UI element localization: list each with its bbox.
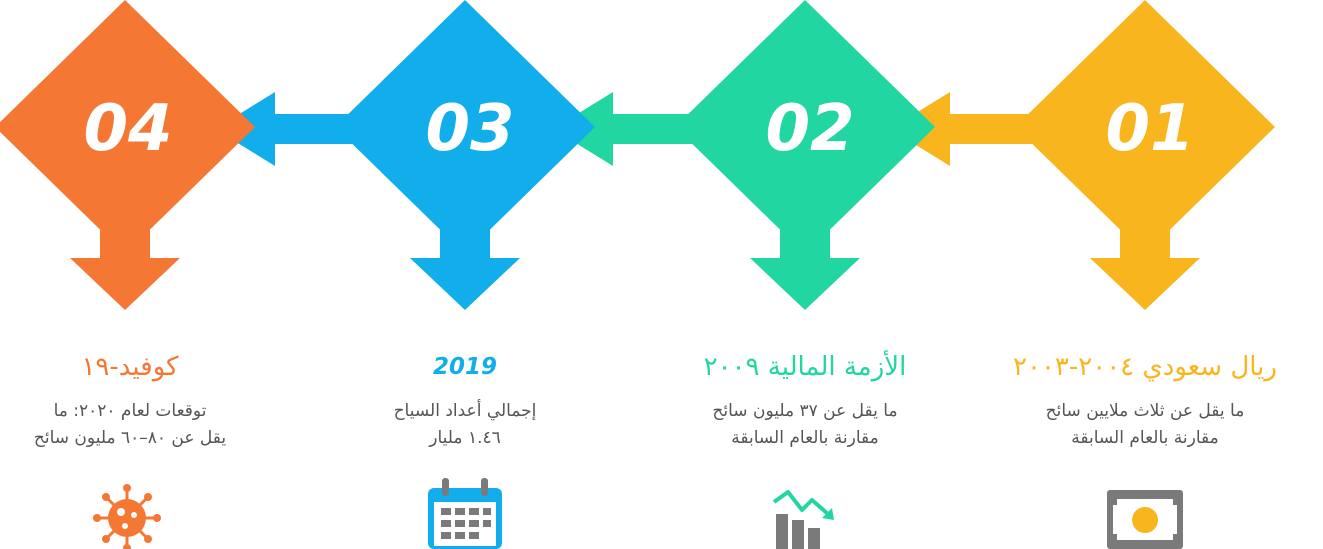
step-02-diamond bbox=[675, 0, 935, 254]
step-01-desc-line: ما يقل عن ثلاث ملايين سائح bbox=[1045, 401, 1245, 421]
step-04-down-arrow-stem bbox=[100, 230, 150, 262]
step-04-down-arrow-head bbox=[70, 258, 180, 310]
step-01-text: ريال سعودي ٢٠٠٤-٢٠٠٣ ما يقل عن ثلاث ملاي… bbox=[995, 350, 1295, 452]
step-02-title: الأزمة المالية ٢٠٠٩ bbox=[703, 352, 907, 382]
step-01-title: ريال سعودي ٢٠٠٤-٢٠٠٣ bbox=[1013, 352, 1277, 382]
step-03-down-arrow-stem bbox=[440, 230, 490, 262]
step-03-shape: 03 bbox=[335, 0, 595, 310]
virus-icon bbox=[93, 484, 161, 549]
step-03-down-arrow-head bbox=[410, 258, 520, 310]
step-01-description: ما يقل عن ثلاث ملايين سائح مقارنة بالعام… bbox=[995, 398, 1295, 452]
step-02-number: 02 bbox=[765, 92, 854, 166]
step-04-desc-line: يقل عن ٨٠–٦٠ مليون سائح bbox=[33, 428, 227, 448]
step-03-title: 2019 bbox=[432, 354, 497, 380]
step-03-text: 2019 إجمالي أعداد السياح ١.٤٦ مليار bbox=[315, 350, 615, 452]
step-03-description: إجمالي أعداد السياح ١.٤٦ مليار bbox=[315, 398, 615, 452]
step-04-desc-line: توقعات لعام ٢٠٢٠: ما bbox=[53, 401, 207, 421]
step-02-down-arrow-head bbox=[750, 258, 860, 310]
step-04-description: توقعات لعام ٢٠٢٠: ما يقل عن ٨٠–٦٠ مليون … bbox=[0, 398, 280, 452]
step-03-desc-line: ١.٤٦ مليار bbox=[429, 428, 501, 448]
step-04-text: كوفيد-١٩ توقعات لعام ٢٠٢٠: ما يقل عن ٨٠–… bbox=[0, 350, 280, 452]
step-02-down-arrow-stem bbox=[780, 230, 830, 262]
step-01-number: 01 bbox=[1105, 92, 1194, 166]
step-03-diamond bbox=[335, 0, 595, 254]
step-01-down-arrow-head bbox=[1090, 258, 1200, 310]
step-01-shape: 01 bbox=[1015, 0, 1275, 310]
step-04-title: كوفيد-١٩ bbox=[81, 352, 179, 382]
step-04-shape: 04 bbox=[0, 0, 255, 310]
calendar-icon bbox=[428, 478, 502, 549]
step-02-text: الأزمة المالية ٢٠٠٩ ما يقل عن ٣٧ مليون س… bbox=[655, 350, 955, 452]
step-04-number: 04 bbox=[83, 92, 172, 166]
step-01-diamond bbox=[1015, 0, 1275, 254]
step-04-diamond bbox=[0, 0, 255, 254]
banknote-icon bbox=[1107, 490, 1183, 549]
step-02-shape: 02 bbox=[675, 0, 935, 310]
step-03-desc-line: إجمالي أعداد السياح bbox=[393, 401, 537, 421]
step-01-down-arrow-stem bbox=[1120, 230, 1170, 262]
step-02-desc-line: ما يقل عن ٣٧ مليون سائح bbox=[712, 401, 898, 421]
step-03-number: 03 bbox=[425, 92, 514, 166]
step-02-desc-line: مقارنة بالعام السابقة bbox=[731, 428, 879, 448]
chart-decline-icon bbox=[772, 490, 834, 549]
step-01-desc-line: مقارنة بالعام السابقة bbox=[1071, 428, 1219, 448]
step-02-description: ما يقل عن ٣٧ مليون سائح مقارنة بالعام ال… bbox=[655, 398, 955, 452]
